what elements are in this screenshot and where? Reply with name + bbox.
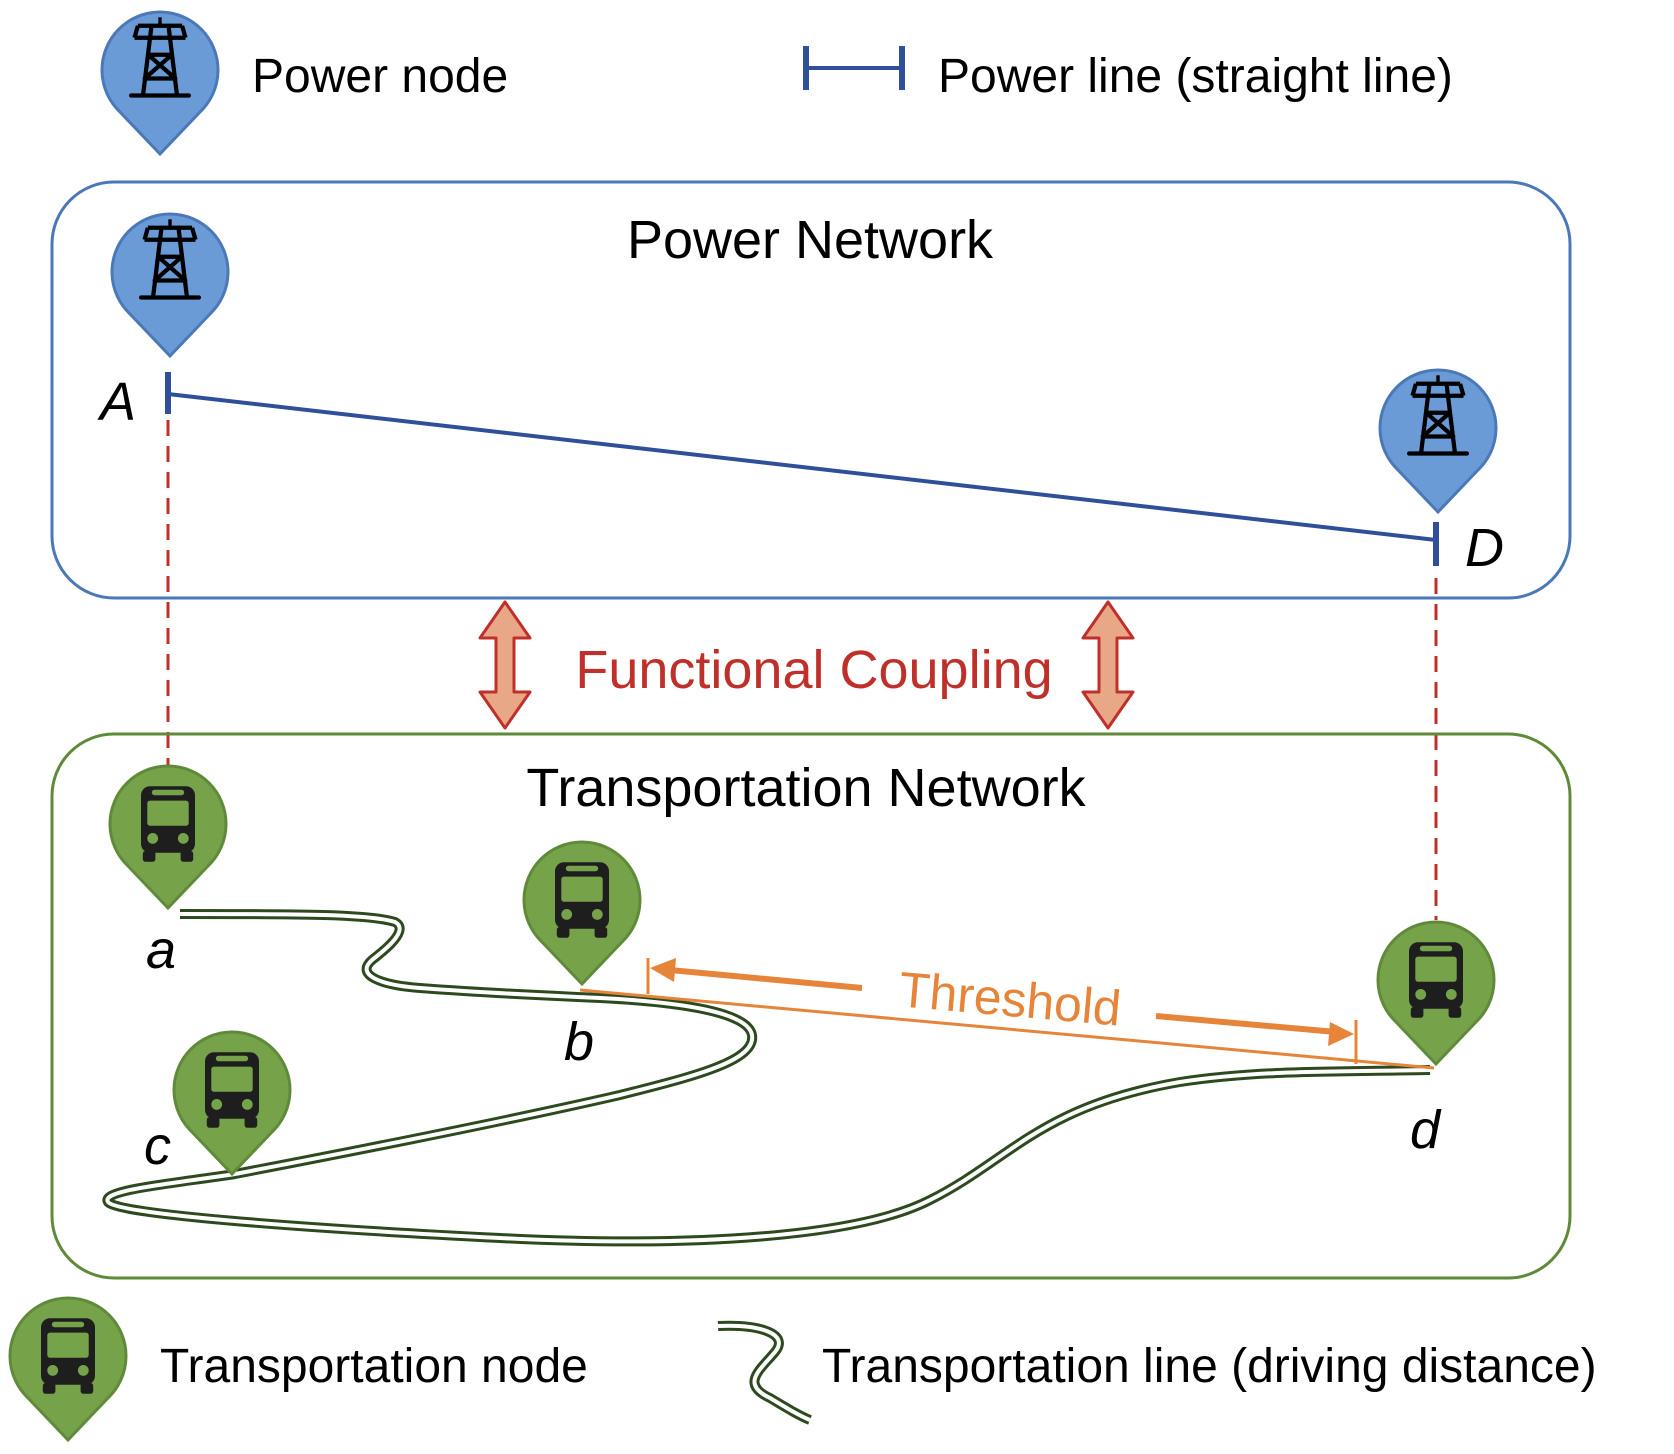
coupling-label: Functional Coupling <box>575 640 1052 700</box>
legend-power-line: Power line (straight line) <box>803 46 1453 103</box>
threshold-label: Threshold <box>897 961 1123 1036</box>
transport-node-d-pin-icon <box>1376 920 1496 1066</box>
transport-line-icon <box>717 1320 812 1425</box>
transport-node-b: b <box>522 840 642 1072</box>
coupling-arrow-left <box>478 600 532 730</box>
power-node-D-pin-icon <box>1378 368 1498 514</box>
power-node-D: D <box>1378 368 1504 578</box>
transport-network-title: Transportation Network <box>526 758 1086 818</box>
power-network-box: Power Network <box>50 180 1572 600</box>
transport-node-c-label: c <box>144 1116 171 1176</box>
transport-node-c: c <box>144 1030 292 1176</box>
transport-node-d: d <box>1376 920 1496 1160</box>
transport-node-b-label: b <box>564 1012 594 1072</box>
legend-transport-node: Transportation node <box>8 1296 588 1442</box>
transport-node-a: a <box>108 764 228 980</box>
power-node-A-label: A <box>97 372 136 432</box>
power-node-A-pin-icon <box>110 212 230 358</box>
transport-node-a-pin-icon <box>108 764 228 910</box>
legend-transport-line-label: Transportation line (driving distance) <box>822 1340 1597 1393</box>
power-node-D-label: D <box>1465 518 1504 578</box>
legend-power-node: Power node <box>100 10 508 156</box>
power-network-title: Power Network <box>627 210 994 270</box>
transport-roads <box>102 909 1431 1247</box>
power-node-pin-icon <box>100 10 220 156</box>
transport-node-a-label: a <box>146 920 176 980</box>
transport-node-legend-pin-icon <box>8 1296 128 1442</box>
transport-node-b-pin-icon <box>522 840 642 986</box>
power-line-icon <box>803 46 905 90</box>
transport-network-box: Transportation Network <box>50 732 1572 1280</box>
coupling-arrow-right <box>1081 600 1135 730</box>
legend-power-node-label: Power node <box>252 50 508 103</box>
coupling-links <box>166 420 1438 920</box>
power-node-A: A <box>97 212 230 432</box>
power-line-A-D <box>165 372 1439 566</box>
transport-node-d-label: d <box>1410 1100 1442 1160</box>
transport-node-c-pin-icon <box>172 1030 292 1176</box>
legend-transport-line: Transportation line (driving distance) <box>717 1320 1597 1425</box>
legend-transport-node-label: Transportation node <box>160 1340 588 1393</box>
legend-power-line-label: Power line (straight line) <box>938 50 1453 103</box>
